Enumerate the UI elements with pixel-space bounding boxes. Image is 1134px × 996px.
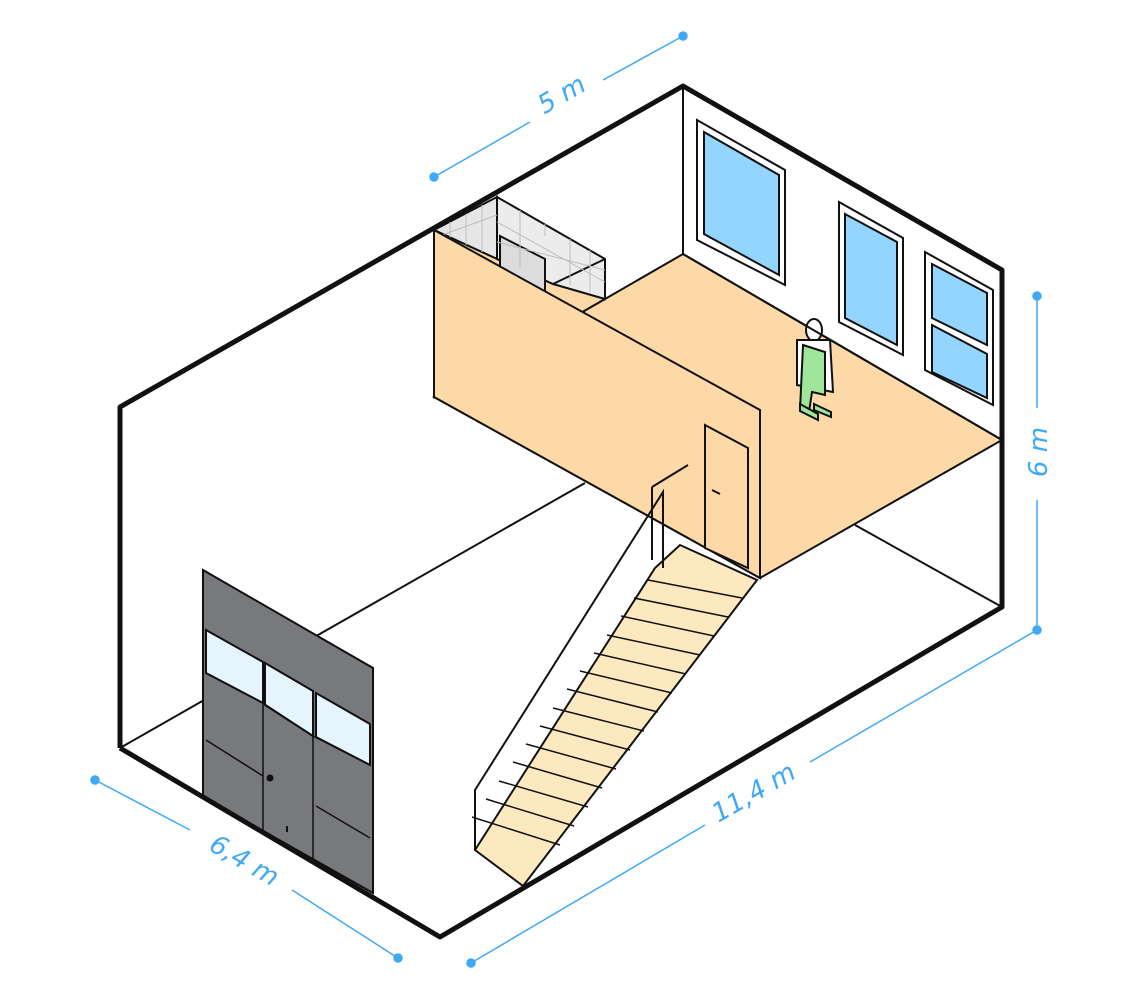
- door-lock-icon: [266, 774, 274, 782]
- height-right-label: 6 m: [1024, 427, 1054, 477]
- staircase: [471, 464, 759, 888]
- back-windows: [696, 118, 994, 407]
- interior-floor-lines: [119, 482, 1003, 749]
- stair-treads: [471, 579, 743, 846]
- width-top-label: 5 m: [533, 70, 591, 121]
- bathroom-tile-grid: [433, 205, 606, 292]
- mezzanine-partition-wall: [433, 228, 761, 580]
- dimension-lines: [90, 31, 1042, 968]
- mezzanine-door: [704, 423, 749, 570]
- length-front-label: 11,4 m: [707, 757, 801, 829]
- entrance-door: [202, 568, 374, 895]
- person-figure: [796, 318, 835, 422]
- room-outline: [117, 83, 1005, 940]
